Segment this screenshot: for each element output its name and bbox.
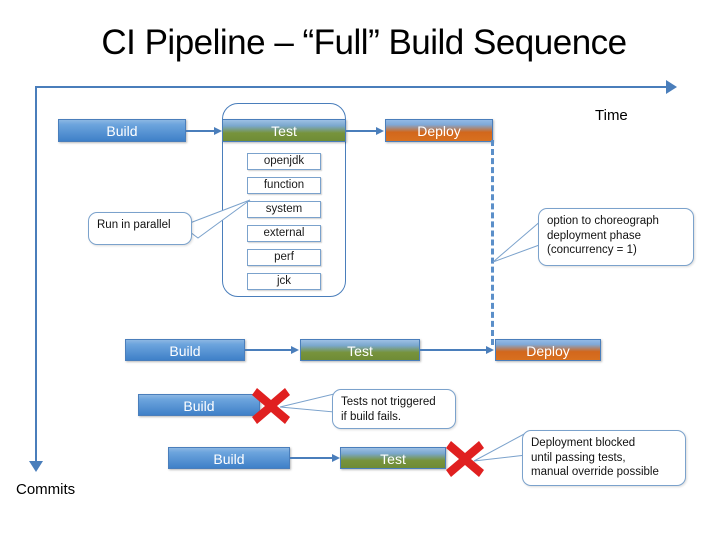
- row2-deploy-label: Deploy: [526, 343, 570, 359]
- row2-build-stage[interactable]: Build: [125, 339, 245, 361]
- subtest-external-label: external: [263, 227, 305, 239]
- row4-test-label: Test: [380, 451, 406, 467]
- row1-deploy-stage[interactable]: Deploy: [385, 119, 493, 142]
- row3-build-failed-x-icon: [252, 388, 290, 424]
- choreograph-callout-line1: option to choreograph: [547, 215, 659, 227]
- row2-test-stage[interactable]: Test: [300, 339, 420, 361]
- subtest-perf[interactable]: perf: [247, 249, 321, 266]
- row2-test-to-deploy-arrowhead-icon: [486, 345, 494, 354]
- subtest-jck[interactable]: jck: [247, 273, 321, 290]
- test-fail-callout-line3: manual override possible: [531, 466, 659, 478]
- row2-build-to-test-connector: [245, 349, 293, 351]
- row2-deploy-stage[interactable]: Deploy: [495, 339, 601, 361]
- deployment-choreograph-dashed-line: [491, 140, 494, 345]
- choreograph-callout-line3: (concurrency = 1): [547, 244, 637, 256]
- test-fail-callout: Deployment blocked until passing tests, …: [522, 430, 686, 486]
- subtest-jck-label: jck: [276, 275, 292, 287]
- row4-build-to-test-arrowhead-icon: [332, 453, 340, 462]
- parallel-callout-tail-icon: [180, 199, 251, 239]
- choreograph-callout-line2: deployment phase: [547, 229, 641, 242]
- subtest-external[interactable]: external: [247, 225, 321, 242]
- subtest-perf-label: perf: [274, 251, 294, 263]
- subtest-openjdk[interactable]: openjdk: [247, 153, 321, 170]
- commits-axis-arrow-icon: [29, 461, 43, 472]
- build-fail-callout-line2: if build fails.: [341, 410, 402, 423]
- row4-build-label: Build: [213, 451, 245, 467]
- row2-build-to-test-arrowhead-icon: [291, 345, 299, 354]
- row1-test-stage[interactable]: Test: [222, 119, 346, 142]
- row1-test-to-deploy-arrowhead-icon: [376, 126, 384, 135]
- subtest-system-label: system: [265, 203, 303, 215]
- row4-test-failed-x-icon: [446, 441, 484, 477]
- row1-build-to-test-connector: [186, 130, 216, 132]
- row2-test-label: Test: [347, 343, 373, 359]
- parallel-callout: Run in parallel: [88, 212, 192, 245]
- row3-build-stage[interactable]: Build: [138, 394, 260, 416]
- build-fail-callout: Tests not triggered if build fails.: [332, 389, 456, 429]
- row4-build-to-test-connector: [290, 457, 334, 459]
- row2-build-label: Build: [169, 343, 201, 359]
- choreograph-callout: option to choreograph deployment phase (…: [538, 208, 694, 266]
- row3-build-label: Build: [183, 398, 215, 414]
- page-title: CI Pipeline – “Full” Build Sequence: [101, 23, 627, 62]
- row1-build-stage[interactable]: Build: [58, 119, 186, 142]
- time-axis-arrow-icon: [666, 80, 677, 94]
- parallel-callout-line1: Run in parallel: [97, 219, 171, 231]
- commits-axis-label: Commits: [16, 481, 76, 498]
- time-axis-label: Time: [595, 107, 628, 124]
- test-fail-callout-line1: Deployment blocked: [531, 437, 636, 449]
- subtest-openjdk-label: openjdk: [263, 155, 305, 167]
- row1-build-label: Build: [106, 123, 138, 139]
- subtest-system[interactable]: system: [247, 201, 321, 218]
- time-axis-line: [35, 86, 671, 88]
- row1-test-label: Test: [271, 123, 297, 139]
- commits-axis-line: [35, 86, 37, 466]
- row2-test-to-deploy-connector: [420, 349, 488, 351]
- build-fail-callout-tail-icon: [279, 393, 335, 413]
- row1-test-to-deploy-connector: [346, 130, 378, 132]
- row1-deploy-label: Deploy: [417, 123, 461, 139]
- subtest-function[interactable]: function: [247, 177, 321, 194]
- subtest-function-label: function: [263, 179, 305, 191]
- row4-build-stage[interactable]: Build: [168, 447, 290, 469]
- build-fail-callout-line1: Tests not triggered: [341, 396, 436, 408]
- row1-build-to-test-arrowhead-icon: [214, 126, 222, 135]
- row4-test-stage[interactable]: Test: [340, 447, 446, 469]
- test-fail-callout-line2: until passing tests,: [531, 451, 626, 464]
